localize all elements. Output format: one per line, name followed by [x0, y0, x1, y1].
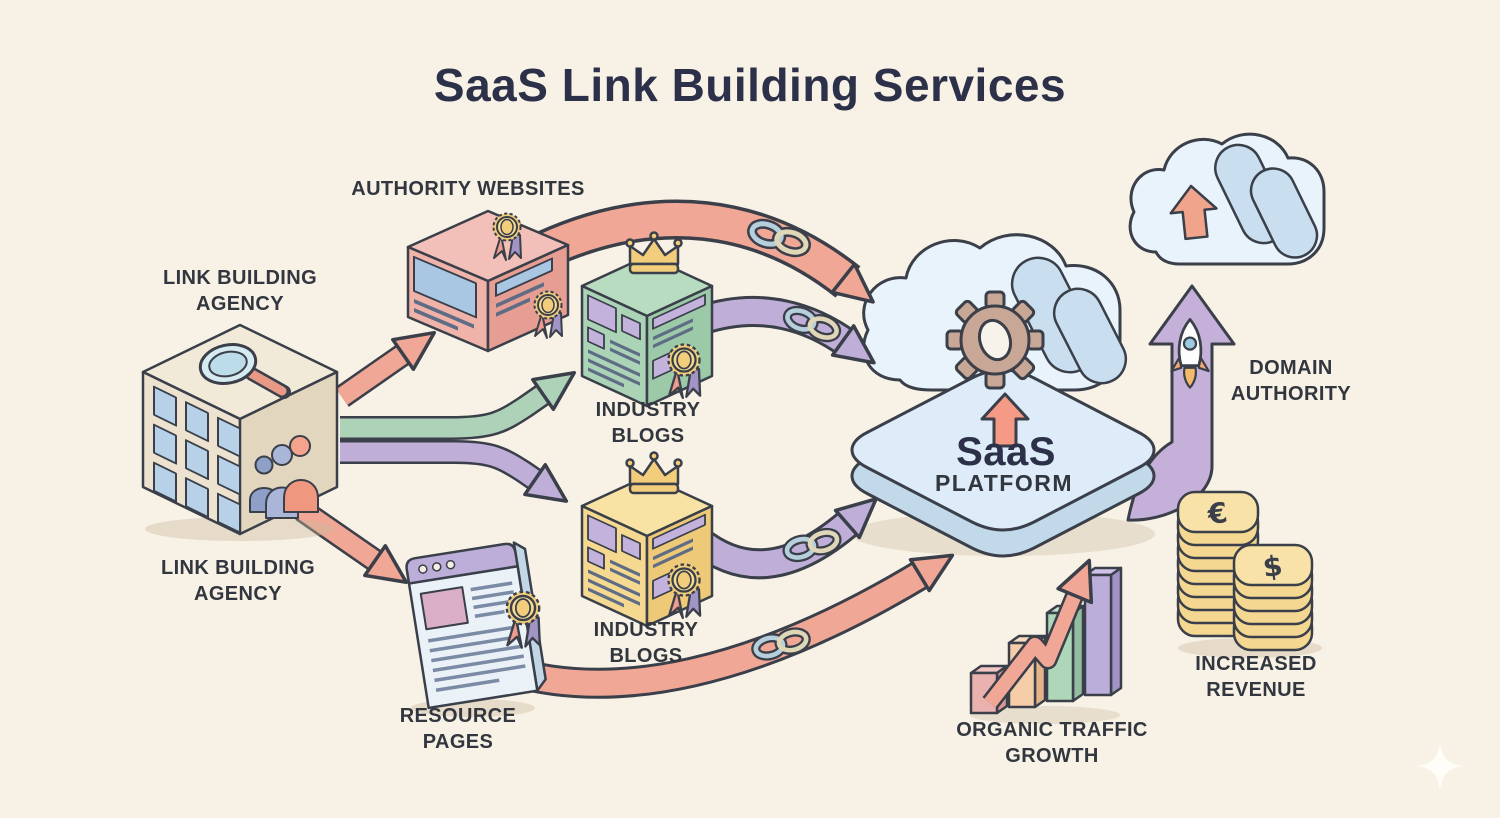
bar-chart-icon	[969, 558, 1123, 715]
label-saas-platform-subtitle: PLATFORM	[934, 470, 1074, 496]
team-icon	[249, 435, 319, 519]
crown-icon	[625, 231, 683, 275]
label-authority-websites: AUTHORITY WEBSITES	[351, 178, 585, 200]
growth-arrow	[982, 558, 1094, 709]
chain-link-icon	[754, 629, 808, 658]
label-saas-platform-title: SaaS	[956, 430, 1056, 474]
label-resource-pages: RESOURCE PAGES	[399, 705, 517, 753]
gear-icon	[945, 290, 1045, 390]
agency-building-illustration	[141, 323, 339, 541]
label-organic-traffic-growth: ORGANIC TRAFFIC GROWTH	[956, 719, 1148, 767]
magnifier-icon	[198, 343, 291, 399]
industry-blogs-bottom-illustration	[580, 451, 714, 628]
chain-link-icon	[785, 529, 839, 560]
arrow-industry-top-to-saas	[697, 295, 876, 365]
increased-revenue-illustration: € $	[1176, 490, 1322, 658]
domain-authority-rocket-arrow	[1126, 284, 1236, 522]
label-industry-blogs-top: INDUSTRY BLOGS	[595, 399, 701, 447]
domain-authority-cloud	[1128, 132, 1326, 266]
euro-symbol: €	[1205, 496, 1229, 531]
label-industry-blogs-bottom: INDUSTRY BLOGS	[593, 619, 699, 667]
arrow-authority-to-saas	[536, 199, 875, 304]
label-link-building-agency-top: LINK BUILDING AGENCY	[162, 267, 318, 315]
crown-icon	[625, 451, 683, 495]
arrow-agency-to-resource	[295, 500, 409, 584]
arrow-agency-to-authority	[335, 330, 437, 407]
arrow-agency-to-industry-top	[340, 370, 577, 440]
building-windows	[153, 385, 241, 534]
authority-websites-illustration	[406, 209, 570, 353]
arrow-industry-bottom-to-saas	[688, 497, 878, 580]
industry-blogs-top-illustration	[580, 231, 714, 408]
label-domain-authority: DOMAIN AUTHORITY	[1230, 357, 1352, 405]
arrow-agency-to-industry-bottom	[340, 440, 569, 503]
coin-stack-icon: € $	[1176, 490, 1314, 652]
platform-top	[850, 368, 1156, 532]
resource-pages-illustration	[405, 541, 547, 717]
page-title: SaaS Link Building Services	[433, 59, 1067, 111]
saas-platform-illustration	[850, 233, 1156, 558]
organic-traffic-illustration	[969, 558, 1123, 724]
rocket-icon	[1170, 318, 1210, 389]
label-link-building-agency-bottom: LINK BUILDING AGENCY	[160, 557, 316, 605]
chain-link-icon	[785, 307, 839, 341]
label-increased-revenue: INCREASED REVENUE	[1195, 653, 1317, 701]
dollar-symbol: $	[1261, 549, 1284, 584]
cloud-icon	[1128, 132, 1326, 266]
sparkle-icon	[1416, 742, 1464, 790]
